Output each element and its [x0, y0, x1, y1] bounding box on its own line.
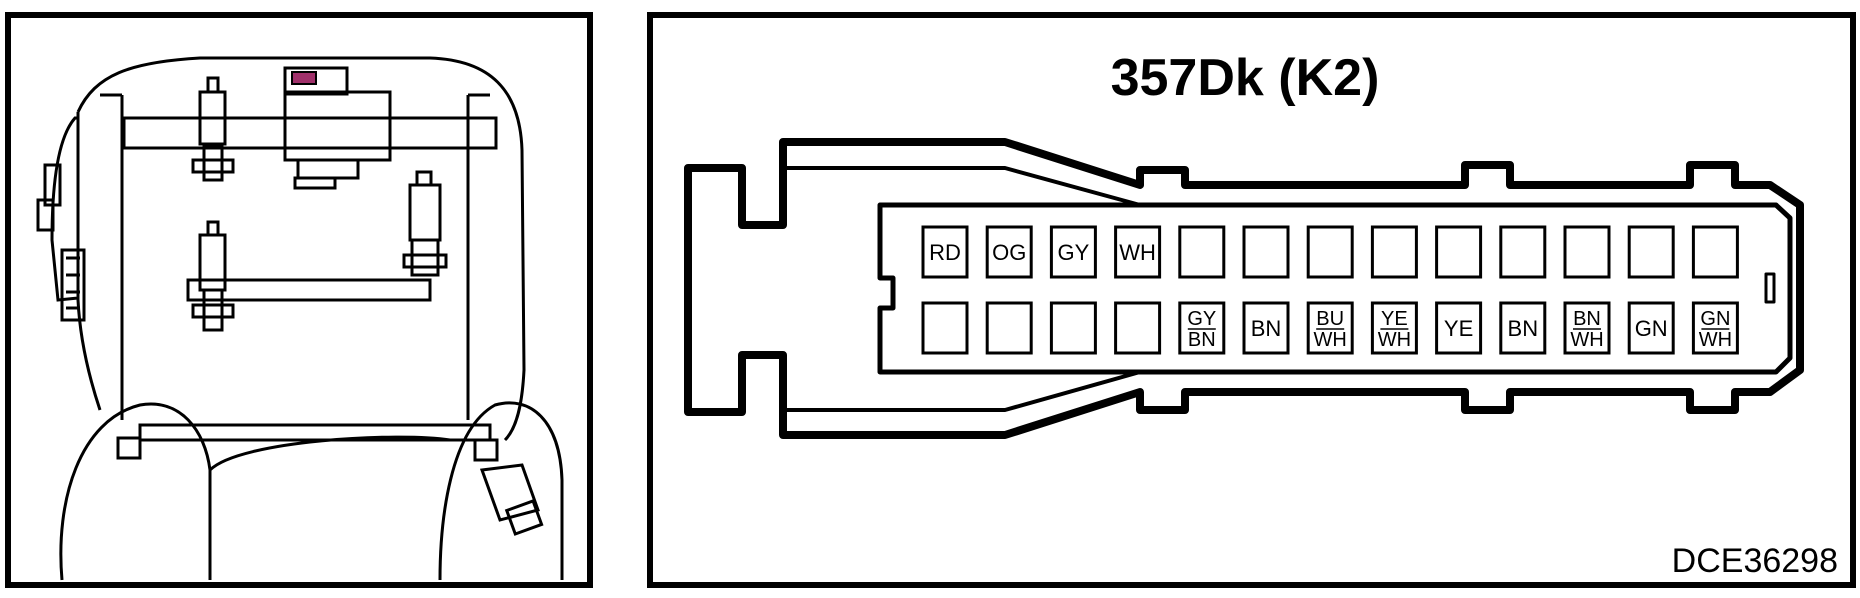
connector-pin: WH: [1114, 225, 1162, 279]
connector-pin: [1691, 225, 1739, 279]
connector-housing: [684, 138, 1804, 439]
pin-wire-color: OG: [992, 240, 1026, 265]
pin-cavity: [921, 301, 969, 355]
pin-cavity: [1049, 301, 1097, 355]
seat-illustration-panel: [5, 12, 593, 588]
pin-wire-color: BN: [1573, 308, 1601, 330]
connector-pin: [1499, 225, 1547, 279]
pin-wire-color: BU: [1316, 308, 1344, 330]
connector-pin: OG: [985, 225, 1033, 279]
connector-pin: [1242, 225, 1290, 279]
connector-pin: [1049, 301, 1097, 355]
pin-wire-color: GY: [1058, 240, 1090, 265]
connector-pin: [1563, 225, 1611, 279]
pin-cavity: [1691, 301, 1739, 355]
connector-pin: [1114, 301, 1162, 355]
pin-wire-color: RD: [929, 240, 961, 265]
pin-cavity: [1563, 301, 1611, 355]
pin-wire-color: YE: [1381, 308, 1408, 330]
pin-cavity: [1242, 225, 1290, 279]
pin-cavity: [1178, 301, 1226, 355]
pin-wire-color: BN: [1188, 329, 1216, 351]
pin-cavity: [1435, 301, 1483, 355]
pin-cavity: [1306, 301, 1354, 355]
connector-pin: BN: [1499, 301, 1547, 355]
connector-pin: [1306, 225, 1354, 279]
pin-wire-color: GN: [1635, 316, 1668, 341]
connector-pin: YE: [1435, 301, 1483, 355]
connector-pin: [985, 301, 1033, 355]
connector-pin: [1435, 225, 1483, 279]
connector-pin: [1370, 225, 1418, 279]
connector-pin: GY: [1049, 225, 1097, 279]
pin-cavity: [1370, 301, 1418, 355]
pin-cavity: [1370, 225, 1418, 279]
pin-wire-color: BN: [1508, 316, 1539, 341]
pin-cavity: [1178, 225, 1226, 279]
connector-pin: GN: [1627, 301, 1675, 355]
pin-cavity: [985, 301, 1033, 355]
pin-cavity: [921, 225, 969, 279]
connector-location-marker: [291, 71, 317, 85]
pin-wire-color: WH: [1378, 329, 1411, 351]
pin-cavity: [985, 225, 1033, 279]
pin-cavity: [1627, 225, 1675, 279]
pin-cavity: [1691, 225, 1739, 279]
connector-pin: [921, 301, 969, 355]
pin-wire-color: GN: [1700, 308, 1730, 330]
pin-cavity: [1563, 225, 1611, 279]
pin-cavity: [1114, 301, 1162, 355]
pin-wire-color: WH: [1570, 329, 1603, 351]
pin-wire-color: WH: [1119, 240, 1156, 265]
pin-cavity: [1499, 301, 1547, 355]
pin-cavity: [1242, 301, 1290, 355]
right-panel-frame: [647, 12, 1856, 588]
connector-pin: [1178, 225, 1226, 279]
connector-pin: BN: [1242, 301, 1290, 355]
seat-back-drawing: [36, 56, 564, 581]
pin-cavity: [1049, 225, 1097, 279]
pin-wire-color: YE: [1444, 316, 1473, 341]
pin-cavity: [1627, 301, 1675, 355]
pin-wire-color: GY: [1187, 308, 1216, 330]
pin-cavity: [1114, 225, 1162, 279]
pin-wire-color: WH: [1314, 329, 1347, 351]
connector-title: 357Dk (K2): [1111, 49, 1380, 107]
pin-cavity: [1306, 225, 1354, 279]
connector-pin: [1627, 225, 1675, 279]
pin-wire-color: WH: [1699, 329, 1732, 351]
pin-cavity: [1499, 225, 1547, 279]
pin-cavity: [1435, 225, 1483, 279]
connector-pin: RD: [921, 225, 969, 279]
figure-code: DCE36298: [1672, 542, 1838, 580]
pin-wire-color: BN: [1251, 316, 1282, 341]
